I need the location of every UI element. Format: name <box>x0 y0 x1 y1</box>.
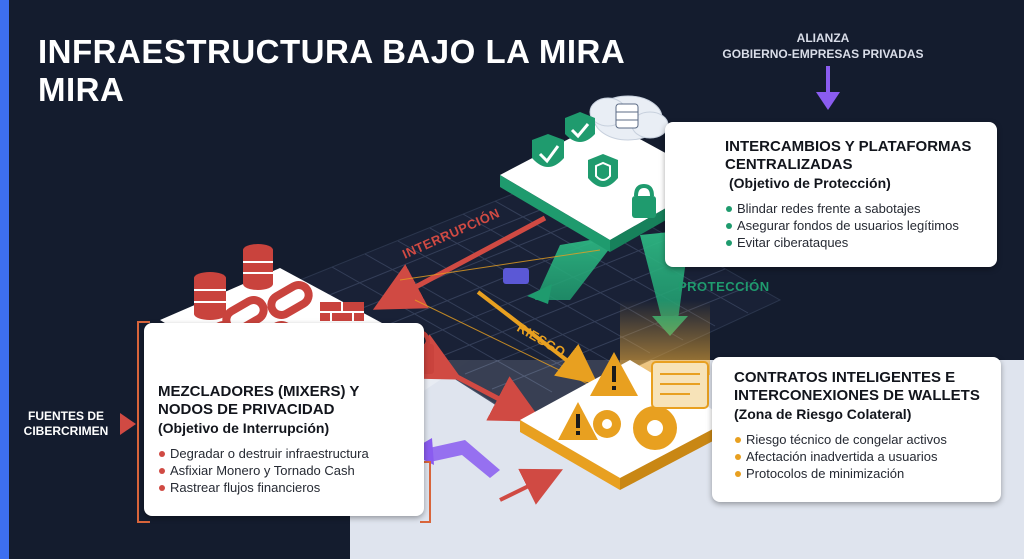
shield-check-icon-2 <box>565 112 595 142</box>
exchanges-subtitle: (Objetivo de Protección) <box>729 175 891 191</box>
shield-check-icon <box>532 134 564 167</box>
warning-triangle-icon-2 <box>558 402 598 440</box>
fuentes-label: FUENTES DE CIBERCRIMEN <box>14 409 118 439</box>
contracts-bullets: Riesgo técnico de congelar activos Afect… <box>734 431 995 482</box>
risk-line-1 <box>399 249 601 281</box>
protection-label: PROTECCIÓN <box>678 279 770 294</box>
accent-bar <box>0 0 9 559</box>
page-title: INFRAESTRUCTURA BAJO LA MIRA MIRA <box>38 33 624 108</box>
list-item: Asegurar fondos de usuarios legítimos <box>725 217 989 234</box>
list-item: Riesgo técnico de congelar activos <box>734 431 995 448</box>
mixers-subtitle: (Objetivo de Interrupción) <box>158 420 330 436</box>
mixers-card-content: MEZCLADORES (MIXERS) Y NODOS DE PRIVACID… <box>158 383 418 496</box>
contracts-card-content: CONTRATOS INTELIGENTES E INTERCONEXIONES… <box>734 369 995 482</box>
warning-triangle-icon <box>590 352 638 396</box>
exchanges-card-content: INTERCAMBIOS Y PLATAFORMAS CENTRALIZADAS… <box>725 138 989 251</box>
list-item: Rastrear flujos financieros <box>158 479 418 496</box>
return-arrow-purple <box>420 440 500 478</box>
alliance-line-2: GOBIERNO-EMPRESAS PRIVADAS <box>722 47 924 61</box>
fuentes-line-1: FUENTES DE <box>27 409 104 423</box>
contracts-title: CONTRATOS INTELIGENTES E INTERCONEXIONES… <box>734 369 995 405</box>
database-icon-2 <box>243 244 273 290</box>
contracts-subtitle: (Zona de Riesgo Colateral) <box>734 406 912 422</box>
list-item: Evitar ciberataques <box>725 234 989 251</box>
fuentes-line-2: CIBERCRIMEN <box>23 424 109 438</box>
left-bracket <box>137 321 150 523</box>
gear-icon-2 <box>633 406 677 450</box>
exchanges-title-line-1: INTERCAMBIOS Y PLATAFORMAS <box>725 138 972 155</box>
list-item: Blindar redes frente a sabotajes <box>725 200 989 217</box>
exchanges-card: INTERCAMBIOS Y PLATAFORMAS CENTRALIZADAS… <box>665 122 997 267</box>
exchanges-bullets: Blindar redes frente a sabotajes Asegura… <box>725 200 989 251</box>
interruption-arrow <box>372 215 547 310</box>
contracts-card: CONTRATOS INTELIGENTES E INTERCONEXIONES… <box>712 357 1001 502</box>
list-item: Asfixiar Monero y Tornado Cash <box>158 462 418 479</box>
alliance-arrow-head <box>816 92 840 110</box>
mixers-title-line-2: NODOS DE PRIVACIDAD <box>158 401 335 418</box>
gear-icon <box>593 410 621 438</box>
mixers-title: MEZCLADORES (MIXERS) Y NODOS DE PRIVACID… <box>158 383 418 419</box>
list-item: Afectación inadvertida a usuarios <box>734 448 995 465</box>
alliance-label: ALIANZA GOBIERNO-EMPRESAS PRIVADAS <box>708 30 938 62</box>
cloud-database-icon <box>589 95 669 141</box>
return-arrow-red <box>499 468 563 505</box>
mixers-card: MEZCLADORES (MIXERS) Y NODOS DE PRIVACID… <box>144 323 424 516</box>
mixers-title-line-1: MEZCLADORES (MIXERS) Y <box>158 383 360 400</box>
database-icon <box>194 272 226 320</box>
protection-arrowhead-left <box>527 284 552 304</box>
list-item: Degradar o destruir infraestructura <box>158 445 418 462</box>
exchanges-title: INTERCAMBIOS Y PLATAFORMAS CENTRALIZADAS <box>725 138 989 174</box>
conflict-double-arrow <box>406 334 543 422</box>
exchanges-title-line-2: CENTRALIZADAS <box>725 156 853 173</box>
document-icon <box>651 361 709 409</box>
risk-arrow <box>476 290 598 385</box>
alliance-line-1: ALIANZA <box>796 31 850 45</box>
shield-icon <box>588 154 618 187</box>
contracts-title-line-2: INTERCONEXIONES DE WALLETS <box>734 387 980 404</box>
contracts-title-line-1: CONTRATOS INTELIGENTES E <box>734 369 956 386</box>
protection-beam-left <box>535 235 620 300</box>
padlock-icon-2 <box>632 183 656 218</box>
right-bracket <box>420 461 431 523</box>
fuentes-arrow <box>120 413 136 435</box>
mixers-bullets: Degradar o destruir infraestructura Asfi… <box>158 445 418 496</box>
node-cube-icon <box>503 268 529 284</box>
list-item: Protocolos de minimización <box>734 465 995 482</box>
